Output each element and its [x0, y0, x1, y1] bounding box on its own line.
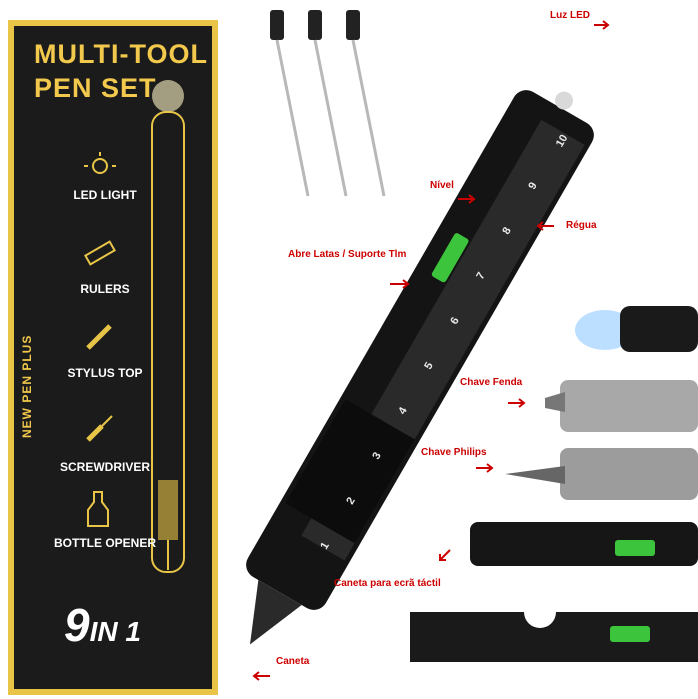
- label-chave-philips: Chave Philips: [421, 447, 487, 458]
- count-main: 9: [64, 599, 90, 651]
- label-chave-fenda: Chave Fenda: [460, 377, 523, 388]
- label-caneta-ecra: Caneta para ecrã táctil: [334, 578, 441, 589]
- arrow-abre-latas: [390, 279, 410, 289]
- feature-rulers: RULERS: [80, 282, 130, 296]
- arrow-caneta-ecra: [439, 549, 451, 561]
- stylus-icon: [86, 324, 112, 350]
- arrow-luz-led: [594, 20, 610, 30]
- ruler-icon: [84, 240, 116, 266]
- label-caneta: Caneta: [276, 656, 310, 667]
- arrow-regua: [536, 221, 554, 231]
- led-light-icon: [84, 152, 116, 174]
- screwdriver-icon: [86, 415, 113, 442]
- feature-stylus-top: STYLUS TOP: [67, 366, 143, 380]
- label-regua: Régua: [566, 220, 597, 231]
- arrow-caneta: [252, 671, 270, 681]
- feature-bottle-opener: BOTTLE OPENER: [53, 536, 156, 550]
- count-suffix: IN 1: [89, 616, 141, 647]
- nine-in-one-text: 9IN 1: [64, 598, 141, 652]
- arrow-chave-fenda: [508, 398, 526, 408]
- bottle-opener-icon: [87, 491, 109, 527]
- label-nivel: Nível: [430, 180, 454, 191]
- feature-led-light: LED LIGHT: [73, 188, 137, 202]
- label-luz-led: Luz LED: [550, 10, 590, 21]
- arrow-chave-philips: [476, 463, 494, 473]
- arrow-nivel: [458, 194, 476, 204]
- box-title-line2: PEN SET: [34, 73, 157, 103]
- box-title-line1: MULTI-TOOL: [34, 39, 208, 69]
- feature-screwdriver: SCREWDRIVER: [59, 460, 150, 474]
- label-abre-latas: Abre Latas / Suporte Tlm: [288, 249, 407, 260]
